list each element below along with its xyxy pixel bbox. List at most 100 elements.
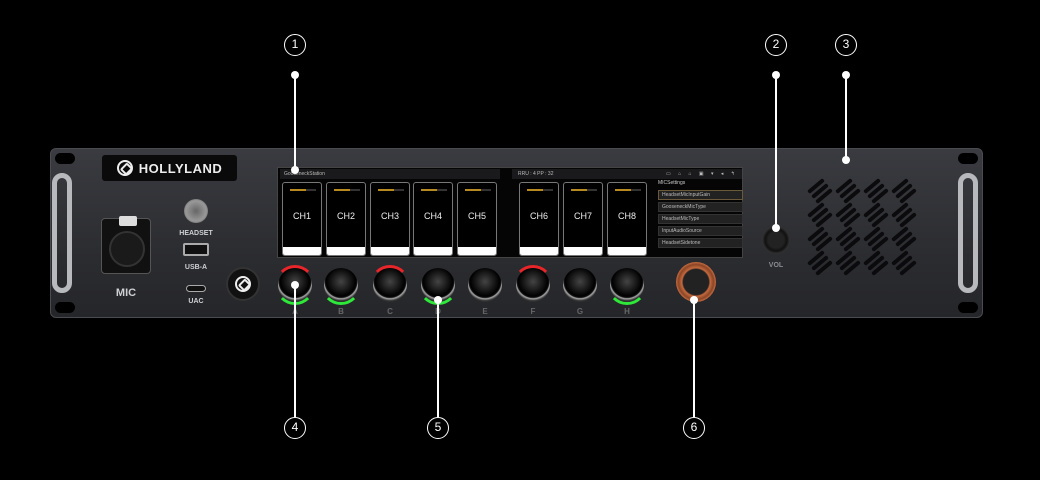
hollyland-logo-icon: [235, 276, 251, 292]
callout-3: 3: [835, 34, 857, 56]
touch-screen[interactable]: GooseneckStation RRU : 4 PP : 32 ▭ ⌂ ⌂ ▣…: [277, 167, 743, 258]
screen-title: GooseneckStation: [280, 169, 500, 179]
main-rotary-knob[interactable]: [676, 262, 716, 302]
channel-knob-f[interactable]: [516, 268, 550, 302]
channel-card[interactable]: CH5: [457, 182, 497, 256]
level-meter: [290, 189, 316, 191]
level-meter: [378, 189, 404, 191]
level-fill: [334, 189, 350, 191]
callout-dot: [772, 71, 780, 79]
green-indicator-arc: [607, 265, 647, 305]
hollyland-button[interactable]: [226, 267, 260, 301]
channel-knob-h[interactable]: [610, 268, 644, 302]
callout-line: [294, 285, 296, 417]
channel-card[interactable]: CH4: [413, 182, 453, 256]
knob-label: B: [338, 307, 344, 316]
callout-1: 1: [284, 34, 306, 56]
hollyland-logo-icon: [116, 160, 133, 176]
usb-a-port[interactable]: [183, 243, 209, 256]
uac-label: UAC: [188, 298, 204, 305]
green-indicator-arc: [321, 265, 361, 305]
callout-dot: [690, 296, 698, 304]
channel-footer: [414, 247, 452, 255]
channel-name: CH7: [573, 211, 592, 221]
callout-2: 2: [765, 34, 787, 56]
level-fill: [378, 189, 394, 191]
callout-dot: [842, 71, 850, 79]
level-meter: [334, 189, 360, 191]
rack-hole: [55, 153, 75, 164]
callout-line: [693, 300, 695, 417]
callout-line: [845, 75, 847, 160]
screen-status-bar: RRU : 4 PP : 32 ▭ ⌂ ⌂ ▣ ▾ ◂ ↰: [512, 169, 742, 179]
channel-card[interactable]: CH2: [326, 182, 366, 256]
callout-dot: [291, 71, 299, 79]
mic-label: MIC: [115, 287, 137, 299]
channel-card[interactable]: CH7: [563, 182, 603, 256]
usb-a-label: USB-A: [184, 264, 208, 271]
callout-line: [775, 75, 777, 228]
callout-dot: [291, 281, 299, 289]
level-fill: [571, 189, 587, 191]
rack-handle-left[interactable]: [52, 173, 72, 293]
menu-item[interactable]: HeadsetSidetone: [658, 238, 743, 248]
channel-knob-e[interactable]: [468, 268, 502, 302]
callout-6: 6: [683, 417, 705, 439]
callout-4: 4: [284, 417, 306, 439]
menu-title: MICSettings: [658, 180, 686, 186]
channel-footer: [520, 247, 558, 255]
knob-label: E: [482, 307, 488, 316]
channel-footer: [458, 247, 496, 255]
red-indicator-arc: [513, 265, 553, 305]
level-fill: [465, 189, 481, 191]
level-meter: [465, 189, 491, 191]
rack-hole: [958, 153, 978, 164]
red-indicator-arc: [370, 265, 410, 305]
level-fill: [615, 189, 631, 191]
channel-footer: [608, 247, 646, 255]
rack-handle-right[interactable]: [958, 173, 978, 293]
knob-label: F: [530, 307, 536, 316]
level-fill: [527, 189, 543, 191]
callout-dot: [772, 224, 780, 232]
level-fill: [290, 189, 306, 191]
level-meter: [527, 189, 553, 191]
level-meter: [615, 189, 641, 191]
channel-knob-b[interactable]: [324, 268, 358, 302]
headset-label: HEADSET: [179, 230, 213, 237]
channel-footer: [327, 247, 365, 255]
callout-5: 5: [427, 417, 449, 439]
menu-item[interactable]: HeadsetMicInputGain: [658, 190, 743, 200]
knob-label: G: [576, 307, 584, 316]
menu-item[interactable]: HeadsetMicType: [658, 214, 743, 224]
level-meter: [571, 189, 597, 191]
headset-port[interactable]: [184, 199, 208, 223]
xlr-latch[interactable]: [119, 216, 137, 226]
channel-name: CH8: [617, 211, 636, 221]
knob-label: H: [624, 307, 630, 316]
rack-hole: [55, 302, 75, 313]
channel-card[interactable]: CH1: [282, 182, 322, 256]
level-fill: [421, 189, 437, 191]
xlr-mic-input[interactable]: [101, 216, 151, 274]
channel-knob-g[interactable]: [563, 268, 597, 302]
menu-item[interactable]: InputAudioSource: [658, 226, 743, 236]
channel-footer: [283, 247, 321, 255]
channel-name: CH5: [467, 211, 486, 221]
brand-logo: HOLLYLAND: [102, 155, 237, 181]
channel-name: CH3: [380, 211, 399, 221]
callout-dot: [434, 296, 442, 304]
channel-card[interactable]: CH3: [370, 182, 410, 256]
channel-card[interactable]: CH8: [607, 182, 647, 256]
channel-footer: [564, 247, 602, 255]
usb-c-uac-port[interactable]: [186, 285, 206, 292]
channel-name: CH1: [292, 211, 311, 221]
channel-knob-c[interactable]: [373, 268, 407, 302]
channel-card[interactable]: CH6: [519, 182, 559, 256]
callout-line: [437, 300, 439, 417]
channel-name: CH4: [423, 211, 442, 221]
level-meter: [421, 189, 447, 191]
rack-hole: [958, 302, 978, 313]
menu-item[interactable]: GooseneckMicType: [658, 202, 743, 212]
